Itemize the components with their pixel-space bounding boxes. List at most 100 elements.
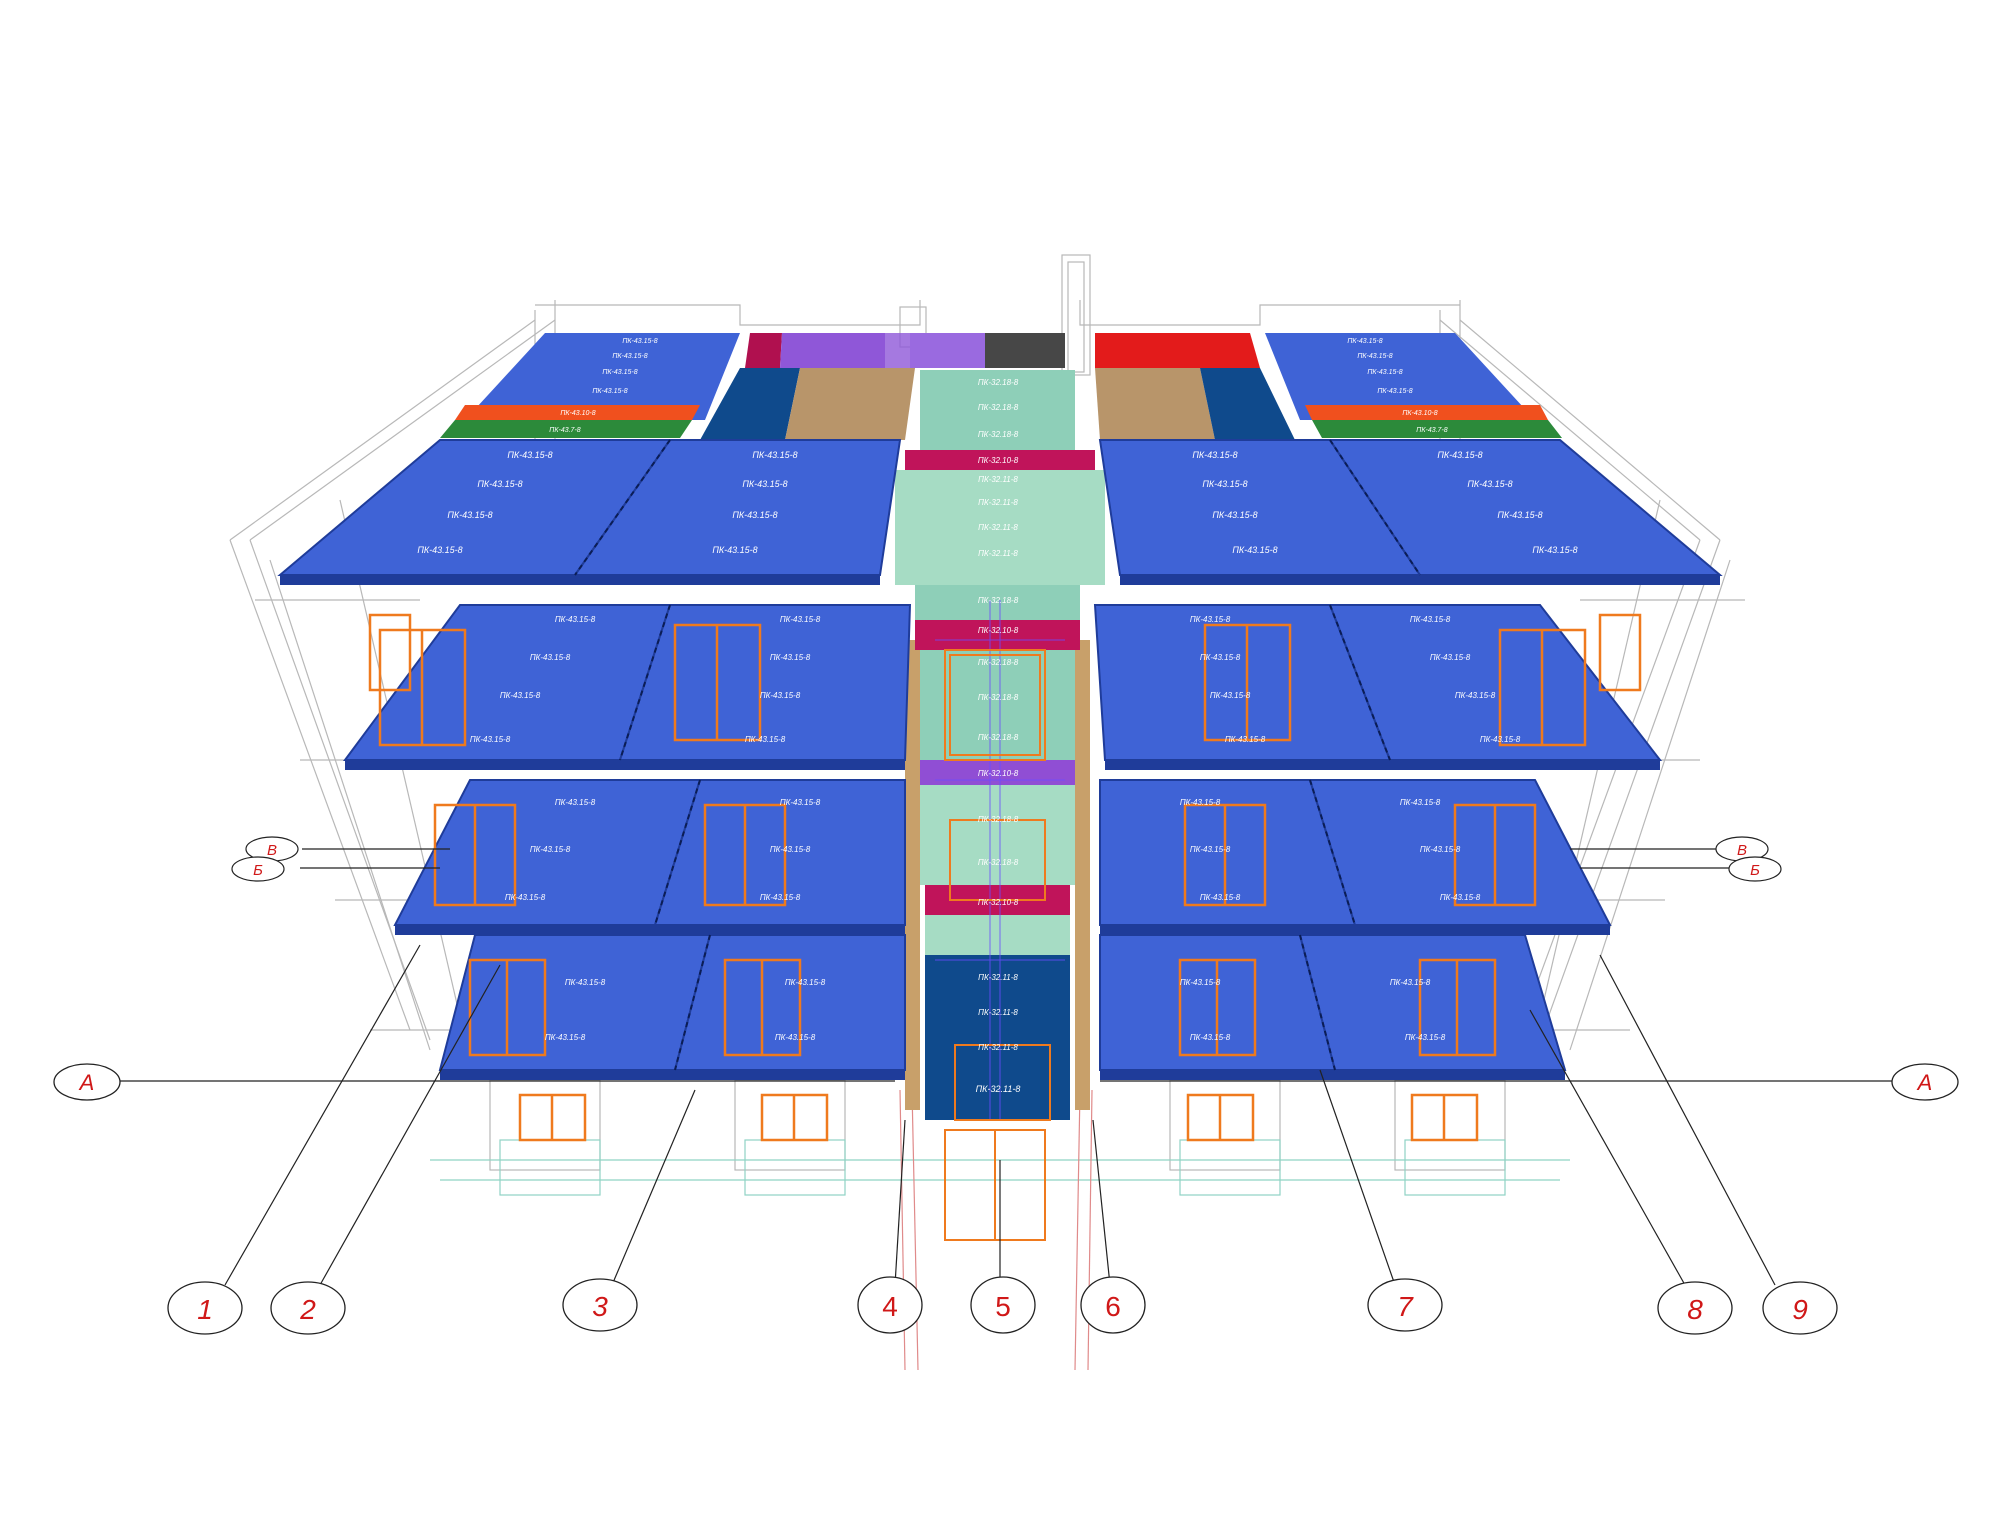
axis-marker-1: 1 <box>167 1281 243 1335</box>
slab-label: ПК-32.18-8 <box>978 596 1019 605</box>
slab-label: ПК-32.18-8 <box>978 658 1019 667</box>
slab-label: ПК-32.11-8 <box>978 1043 1018 1052</box>
slab-label: ПК-43.15-8 <box>1190 615 1231 624</box>
slab-label: ПК-43.15-8 <box>780 615 821 624</box>
axis-marker-9: 9 <box>1762 1281 1838 1335</box>
axis-marker-7: 7 <box>1367 1278 1443 1332</box>
slab-label: ПК-43.15-8 <box>1232 545 1277 555</box>
slab-label: ПК-43.15-8 <box>1190 1033 1231 1042</box>
slab-label: ПК-43.15-8 <box>1180 798 1221 807</box>
slab-label: ПК-43.7-8 <box>549 427 580 434</box>
slab-label: ПК-43.15-8 <box>1212 510 1257 520</box>
slab-label: ПК-43.15-8 <box>1210 691 1251 700</box>
svg-text:3: 3 <box>592 1291 608 1322</box>
slab-label: ПК-43.15-8 <box>447 510 492 520</box>
slab-label: ПК-32.11-8 <box>978 498 1018 507</box>
slab-label: ПК-43.15-8 <box>1440 893 1481 902</box>
svg-text:Б: Б <box>253 862 263 879</box>
svg-text:8: 8 <box>1687 1294 1703 1325</box>
axis-marker-v-right: В <box>1715 836 1769 862</box>
slab-label: ПК-32.18-8 <box>978 378 1019 387</box>
slab-label: ПК-32.11-8 <box>978 549 1018 558</box>
svg-text:4: 4 <box>882 1291 898 1322</box>
svg-text:5: 5 <box>995 1291 1011 1322</box>
slab-label: ПК-43.15-8 <box>1180 978 1221 987</box>
slab-label: ПК-43.15-8 <box>602 369 637 376</box>
slab-label: ПК-32.18-8 <box>978 815 1019 824</box>
svg-text:Б: Б <box>1750 862 1760 879</box>
slab-label: ПК-43.15-8 <box>622 338 657 345</box>
slab-label: ПК-43.15-8 <box>507 450 552 460</box>
floor-slabs <box>277 439 1723 1080</box>
slab-label: ПК-43.15-8 <box>780 798 821 807</box>
slab-label: ПК-32.18-8 <box>978 733 1019 742</box>
slab-label: ПК-43.15-8 <box>752 450 797 460</box>
slab-label: ПК-32.11-8 <box>978 523 1018 532</box>
slab-label: ПК-43.15-8 <box>1405 1033 1446 1042</box>
slab-label: ПК-43.15-8 <box>1410 615 1451 624</box>
slab-label: ПК-43.15-8 <box>565 978 606 987</box>
axis-marker-a-left: А <box>53 1063 121 1101</box>
slab-label: ПК-43.15-8 <box>1497 510 1542 520</box>
slab-label: ПК-43.15-8 <box>775 1033 816 1042</box>
slab-label: ПК-32.18-8 <box>978 858 1019 867</box>
slab-label: ПК-43.15-8 <box>555 615 596 624</box>
slab-label: ПК-43.15-8 <box>530 653 571 662</box>
slab-label: ПК-43.15-8 <box>1390 978 1431 987</box>
slab-label: ПК-43.15-8 <box>612 353 647 360</box>
slab-label: ПК-43.15-8 <box>1190 845 1231 854</box>
slab-label: ПК-43.15-8 <box>1225 735 1266 744</box>
axis-marker-2: 2 <box>270 1281 346 1335</box>
slab-label: ПК-43.15-8 <box>1437 450 1482 460</box>
slab-label: ПК-32.11-8 <box>978 973 1018 982</box>
slab-label: ПК-32.11-8 <box>978 1008 1018 1017</box>
slab-label: ПК-43.15-8 <box>530 845 571 854</box>
slab-label: ПК-43.15-8 <box>592 388 627 395</box>
slab-label: ПК-43.15-8 <box>1192 450 1237 460</box>
svg-text:В: В <box>267 842 277 859</box>
slab-label: ПК-43.15-8 <box>760 893 801 902</box>
axis-marker-b-left: Б <box>231 856 285 882</box>
slab-label: ПК-43.15-8 <box>732 510 777 520</box>
slab-label: ПК-43.15-8 <box>712 545 757 555</box>
svg-text:В: В <box>1737 842 1747 859</box>
axis-leaders <box>118 848 1900 1286</box>
slab-label: ПК-32.11-8 <box>976 1084 1021 1094</box>
slab-label: ПК-43.10-8 <box>560 410 595 417</box>
stair-core <box>895 370 1105 1371</box>
slab-label: ПК-43.15-8 <box>470 735 511 744</box>
svg-text:7: 7 <box>1397 1291 1414 1322</box>
slab-label: ПК-43.15-8 <box>1347 338 1382 345</box>
slab-label: ПК-43.15-8 <box>545 1033 586 1042</box>
slab-label: ПК-43.15-8 <box>417 545 462 555</box>
slab-label: ПК-43.15-8 <box>1532 545 1577 555</box>
slab-label: ПК-32.10-8 <box>978 456 1019 465</box>
slab-label: ПК-32.10-8 <box>978 769 1019 778</box>
slab-label: ПК-43.15-8 <box>785 978 826 987</box>
slab-label: ПК-43.15-8 <box>500 691 541 700</box>
svg-text:1: 1 <box>197 1294 213 1325</box>
slab-label: ПК-43.7-8 <box>1416 427 1447 434</box>
slab-label: ПК-43.15-8 <box>477 479 522 489</box>
axis-marker-a-right: А <box>1891 1063 1959 1101</box>
slab-label: ПК-43.15-8 <box>1200 893 1241 902</box>
axis-marker-4: 4 <box>857 1276 923 1334</box>
roof-panels <box>440 333 1562 440</box>
slab-label: ПК-32.18-8 <box>978 693 1019 702</box>
axis-marker-5: 5 <box>970 1276 1036 1334</box>
slab-label: ПК-43.15-8 <box>770 653 811 662</box>
slab-labels: ПК-43.15-8 ПК-43.15-8 ПК-43.15-8 ПК-43.1… <box>417 338 1577 1094</box>
slab-label: ПК-43.15-8 <box>1200 653 1241 662</box>
wireframe-shell <box>229 254 1745 1196</box>
slab-label: ПК-43.15-8 <box>1202 479 1247 489</box>
svg-text:9: 9 <box>1792 1294 1808 1325</box>
axis-markers: 1 2 3 4 5 6 7 8 <box>53 836 1959 1335</box>
slab-label: ПК-32.18-8 <box>978 430 1019 439</box>
slab-label: ПК-43.15-8 <box>742 479 787 489</box>
svg-text:А: А <box>1916 1070 1933 1095</box>
slab-label: ПК-32.10-8 <box>978 898 1019 907</box>
axis-marker-v-left: В <box>245 836 299 862</box>
slab-label: ПК-43.15-8 <box>1377 388 1412 395</box>
slab-label: ПК-43.15-8 <box>770 845 811 854</box>
slab-label: ПК-43.15-8 <box>760 691 801 700</box>
